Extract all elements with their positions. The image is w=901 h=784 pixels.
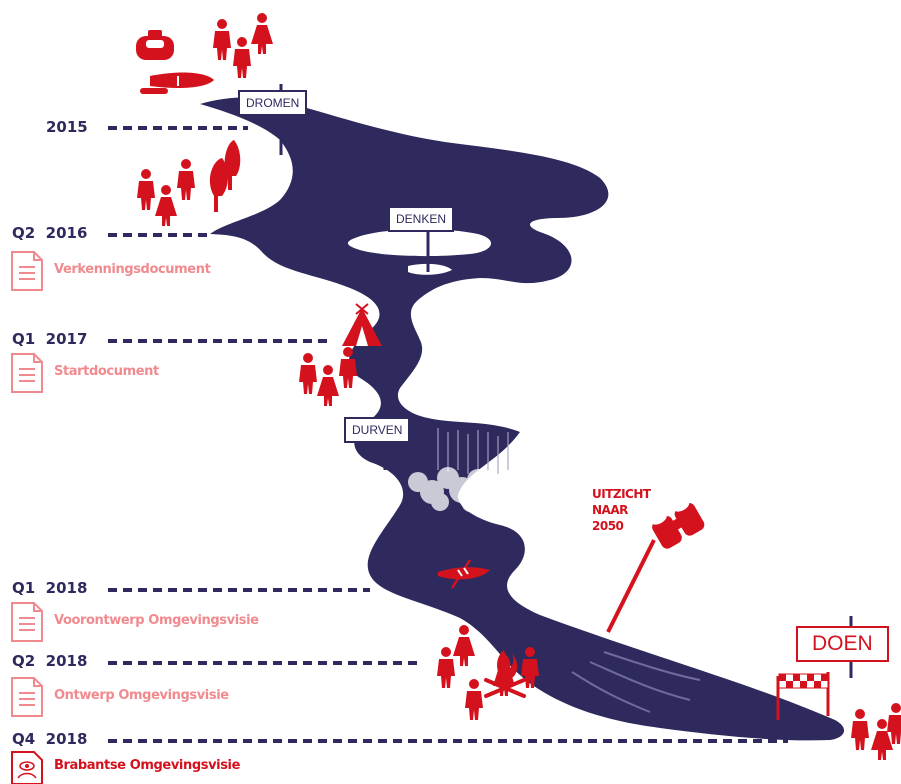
document-icon: [11, 251, 43, 291]
sign-dromen: DROMEN: [238, 90, 308, 116]
waterfall-icon: [408, 428, 517, 512]
viewpoint-line-3: 2050: [592, 519, 624, 533]
people-group-2015: [213, 13, 273, 78]
timeline-lines: [108, 126, 788, 743]
viewpoint-line-2: NAAR: [592, 503, 628, 517]
timeline-date-q1-2018: Q1 2018: [12, 579, 88, 597]
campfire-icon: [484, 650, 526, 698]
river-island-lower: [408, 263, 452, 275]
timeline-date-q4-2018: Q4 2018: [12, 730, 88, 748]
final-document-icon: [11, 751, 43, 784]
river-island-upper: [347, 229, 492, 257]
document-label: Voorontwerp Omgevingsvisie: [54, 613, 259, 628]
people-group-2017: [299, 347, 357, 406]
people-group-finish: [851, 703, 901, 760]
sign-doen: DOEN: [796, 626, 889, 662]
viewpoint-line-1: UITZICHT: [592, 487, 651, 501]
backpack-icon: [136, 30, 174, 60]
document-icon: [11, 602, 43, 642]
document-label: Ontwerp Omgevingsvisie: [54, 688, 229, 703]
final-document-label: Brabantse Omgevingsvisie: [54, 758, 241, 773]
sleeping-bag-icon: [140, 72, 214, 94]
people-group-2016: [137, 159, 195, 226]
document-icon: [11, 353, 43, 393]
tent-icon: [342, 303, 382, 346]
document-label: Startdocument: [54, 364, 159, 379]
viewpoint-label: UITZICHT NAAR 2050: [592, 486, 651, 534]
finish-flag-icon: [776, 672, 830, 720]
timeline-date-2015: 2015: [46, 118, 88, 136]
timeline-date-q2-2018: Q2 2018: [12, 652, 88, 670]
sign-denken: DENKEN: [388, 206, 455, 232]
tree-icon: [209, 140, 241, 212]
timeline-date-q2-2016: Q2 2016: [12, 224, 88, 242]
binoculars-icon: [606, 501, 705, 633]
canoe-icon: [438, 559, 490, 589]
sign-durven: DURVEN: [344, 417, 411, 443]
timeline-date-q1-2017: Q1 2017: [12, 330, 88, 348]
document-icon: [11, 677, 43, 717]
river-delta: [571, 651, 701, 713]
river-shape: [200, 97, 845, 741]
document-label: Verkenningsdocument: [54, 262, 211, 277]
